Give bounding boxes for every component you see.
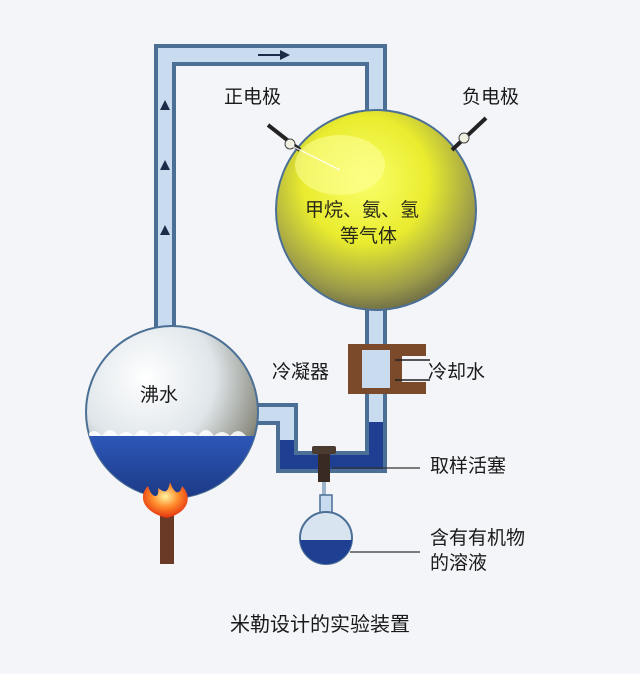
solution-label-line2: 的溶液	[430, 552, 488, 574]
gases-label-line1: 甲烷、氨、氢	[305, 199, 420, 221]
gas-flask	[275, 109, 477, 311]
boiling-water-label: 沸水	[140, 384, 179, 406]
electrode-icon	[450, 116, 488, 152]
cathode-label: 负电极	[462, 86, 520, 108]
stopcock-label: 取样活塞	[430, 455, 507, 477]
sample-flask	[299, 494, 353, 565]
flame-icon	[142, 482, 188, 518]
arrow-icon	[160, 160, 170, 170]
electrode-icon	[266, 123, 341, 171]
condenser-label: 冷凝器	[272, 361, 330, 383]
burner	[142, 482, 188, 564]
figure-caption: 米勒设计的实验装置	[230, 612, 410, 636]
gases-label-line2: 等气体	[340, 225, 398, 247]
condenser-jacket	[348, 344, 430, 394]
stopcock-icon	[312, 446, 336, 506]
leader-lines	[332, 467, 420, 553]
anode-label: 正电极	[224, 86, 282, 108]
cooling-water-label: 冷却水	[428, 361, 486, 383]
arrow-icon	[160, 225, 170, 235]
solution-label-line1: 含有有机物	[430, 527, 526, 549]
arrow-icon	[280, 50, 290, 60]
arrow-icon	[160, 100, 170, 110]
